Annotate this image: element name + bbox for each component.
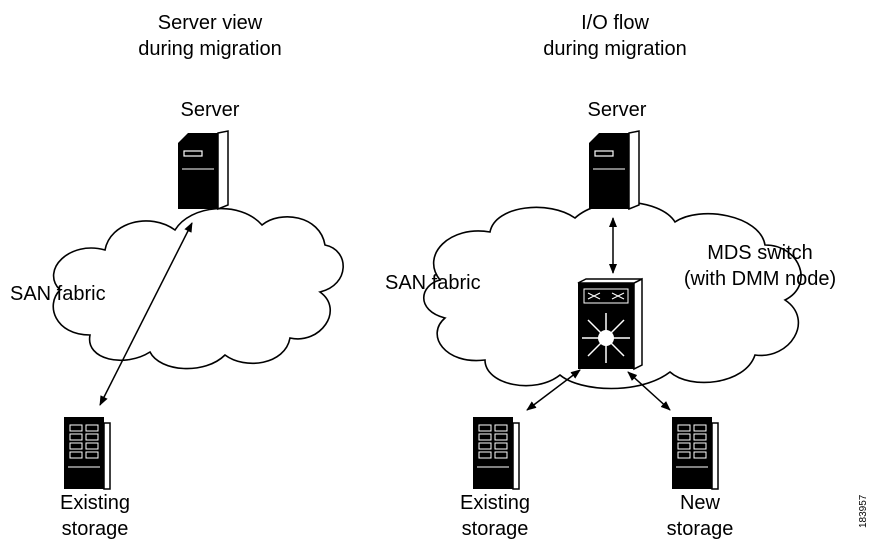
io-arrow-left (99, 222, 193, 406)
left-title-line2: during migration (138, 38, 282, 60)
right-title-line1: I/O flow (581, 12, 649, 34)
left-server-label: Server (180, 99, 240, 121)
new-storage-line1: New (679, 492, 720, 514)
new-storage-line2: storage (666, 518, 734, 540)
figure-id: 183957 (858, 494, 869, 528)
switch-label-line1: MDS switch (707, 242, 813, 264)
right-existing-line2: storage (461, 518, 529, 540)
left-storage-line1: Existing (59, 492, 131, 514)
io-arrow-switch-existing (526, 369, 581, 411)
left-title-line1: Server view (157, 12, 263, 34)
storage-icon-left (63, 416, 111, 490)
switch-label-line2: (with DMM node) (683, 268, 837, 290)
right-existing-line1: Existing (459, 492, 531, 514)
right-fabric-label: SAN fabric (385, 272, 481, 294)
storage-icon-existing-right (472, 416, 520, 490)
left-title: Server view during migration (110, 10, 310, 62)
right-title-line2: during migration (543, 38, 687, 60)
new-storage-label: New storage (645, 490, 755, 542)
server-icon-left (177, 130, 229, 210)
io-arrow-switch-new (627, 371, 671, 411)
server-icon-right (588, 130, 640, 210)
mds-switch-icon (577, 277, 643, 371)
switch-label: MDS switch (with DMM node) (660, 240, 860, 292)
right-existing-storage-label: Existing storage (440, 490, 550, 542)
left-storage-label: Existing storage (40, 490, 150, 542)
right-title: I/O flow during migration (515, 10, 715, 62)
left-storage-line2: storage (61, 518, 129, 540)
right-server-label: Server (587, 99, 647, 121)
left-fabric-label: SAN fabric (10, 283, 106, 305)
storage-icon-new (671, 416, 719, 490)
